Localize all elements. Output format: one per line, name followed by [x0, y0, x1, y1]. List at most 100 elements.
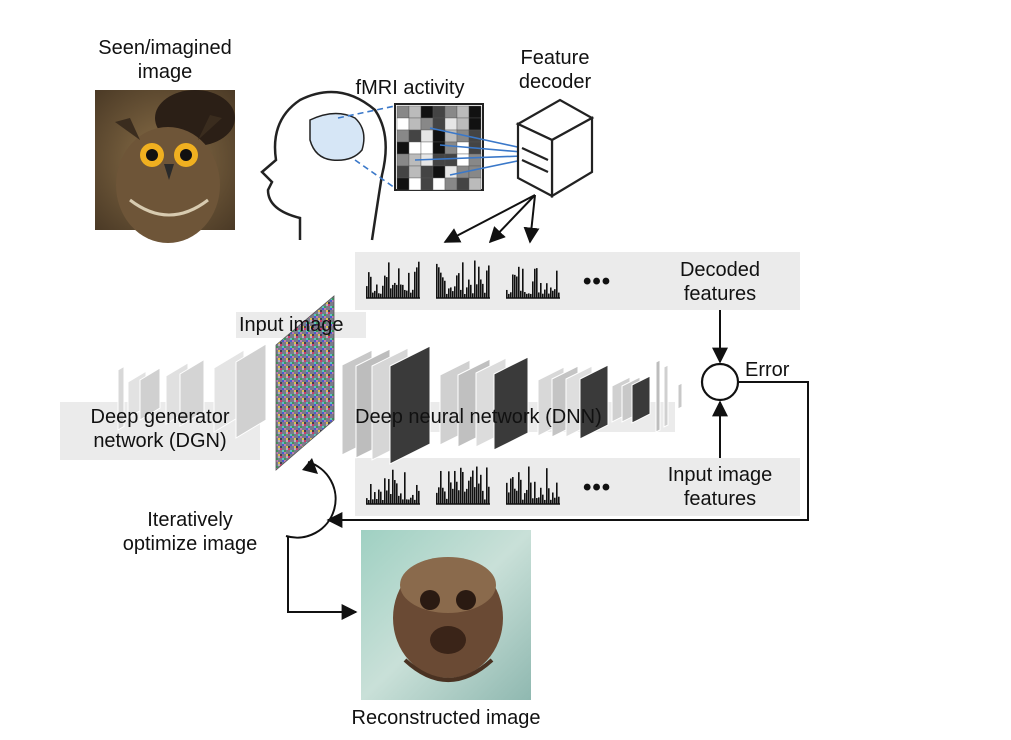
histogram-bar — [370, 276, 372, 298]
dnn-layer — [579, 364, 609, 440]
histogram-bar — [544, 289, 546, 298]
dnn-layer — [663, 364, 669, 428]
histogram-bar — [380, 293, 382, 298]
dgn-layer — [179, 358, 205, 427]
histogram-bar — [448, 471, 450, 504]
histogram-bar — [474, 487, 476, 504]
histogram-bar — [488, 486, 490, 504]
histogram-bar — [438, 267, 440, 298]
histogram-bar — [386, 490, 388, 504]
fmri-cell — [408, 165, 422, 179]
histogram-bar — [372, 292, 374, 298]
histogram-bar — [446, 293, 448, 298]
dnn-layers — [341, 345, 683, 465]
seen-image-label-line1: Seen/imagined — [98, 37, 232, 59]
dgn-layer — [139, 367, 161, 421]
histogram-bar — [460, 467, 462, 504]
histogram-bar — [476, 466, 478, 504]
fmri-cell — [420, 141, 434, 155]
error-label: Error — [745, 359, 790, 381]
fmri-cell — [432, 165, 446, 179]
histogram-bar — [440, 470, 442, 504]
fmri-cell — [408, 105, 422, 119]
histogram-bar — [398, 268, 400, 298]
histogram-bar — [548, 488, 550, 504]
histogram-bar — [418, 261, 420, 298]
histogram-bar — [544, 499, 546, 504]
histogram-bar — [476, 284, 478, 298]
fmri-cell — [396, 105, 410, 119]
histogram-bar — [378, 489, 380, 504]
fmri-cell — [468, 117, 482, 131]
input-features-panel — [355, 458, 800, 516]
histogram-bar — [398, 495, 400, 504]
reconstructed-photo — [361, 530, 531, 700]
fmri-cell — [432, 117, 446, 131]
histogram-bar — [392, 469, 394, 504]
histogram-bar — [390, 494, 392, 504]
dnn-layer — [631, 375, 651, 424]
histogram-bar — [470, 476, 472, 504]
histogram-bar — [406, 290, 408, 298]
dnn-layer — [389, 345, 431, 465]
owl-photo — [95, 90, 235, 243]
histogram-bar — [524, 292, 526, 298]
histogram-bar — [408, 272, 410, 298]
histogram-bar — [484, 499, 486, 504]
fmri-cell — [432, 177, 446, 191]
fmri-cell — [420, 177, 434, 191]
histogram-bar — [510, 478, 512, 504]
histogram-bar — [406, 499, 408, 504]
histogram-bar — [460, 289, 462, 298]
fmri-cell — [396, 165, 410, 179]
seen-image-label: Seen/imagined image — [80, 36, 250, 84]
error-arrows — [326, 310, 809, 528]
histogram-bar — [450, 482, 452, 504]
histogram-bar — [472, 470, 474, 504]
histogram-bar — [488, 265, 490, 298]
histogram-bar — [404, 289, 406, 298]
histogram-bar — [458, 273, 460, 298]
histogram-bar — [408, 499, 410, 504]
histogram-bar — [514, 488, 516, 504]
histogram-bar — [400, 493, 402, 504]
fmri-cell — [396, 129, 410, 143]
histogram-bar — [508, 492, 510, 504]
histogram-bar — [384, 275, 386, 298]
fmri-cell — [456, 117, 470, 131]
histogram-bar — [534, 481, 536, 504]
histogram-bar — [366, 286, 368, 298]
fmri-cell — [396, 153, 410, 167]
decoded-histograms — [366, 260, 560, 299]
histogram-bar — [414, 499, 416, 504]
histogram-bar — [558, 496, 560, 504]
histogram-bar — [376, 284, 378, 298]
histogram-bar — [526, 293, 528, 298]
decoded-features-label: Decoded features — [660, 258, 780, 306]
histogram-bar — [506, 289, 508, 298]
histogram-bar — [540, 282, 542, 298]
histogram-bar — [386, 277, 388, 298]
histogram-bar — [396, 284, 398, 298]
histogram-bar — [512, 274, 514, 298]
histogram-bar — [410, 292, 412, 298]
histogram-bar — [480, 279, 482, 298]
decoder-label: Feature decoder — [500, 46, 610, 94]
histogram-bar — [402, 284, 404, 298]
reconstructed-label: Reconstructed image — [351, 707, 541, 729]
decoder-output-arrows — [443, 194, 540, 244]
fmri-cell — [396, 141, 410, 155]
histogram-bar — [518, 266, 520, 298]
histogram-bar — [486, 467, 488, 504]
fmri-cell — [408, 117, 422, 131]
histogram-bar — [520, 290, 522, 298]
input-features-label: Input image features — [650, 463, 790, 511]
histogram-bar — [374, 492, 376, 504]
histogram-bar — [466, 488, 468, 504]
histogram-bar — [484, 292, 486, 298]
histogram-bar — [486, 270, 488, 298]
decoded-ellipsis: ••• — [583, 268, 612, 295]
histogram-bar — [532, 281, 534, 298]
histogram-bar — [444, 280, 446, 298]
histogram-bar — [372, 499, 374, 504]
